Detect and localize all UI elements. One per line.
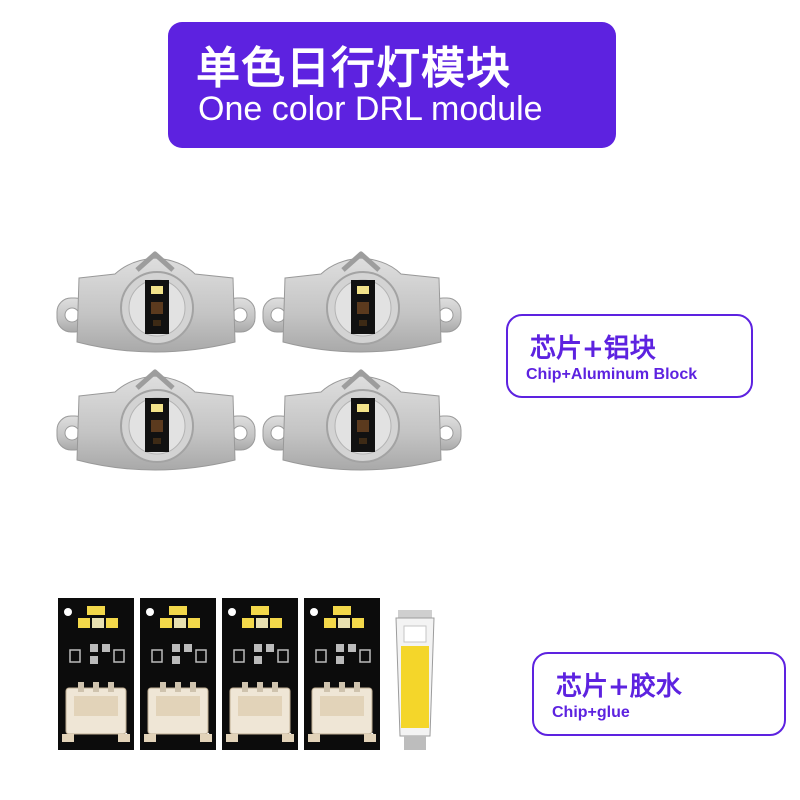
aluminum-modules-photo	[55, 250, 475, 475]
option-chip-glue: 芯片+胶水 Chip+glue	[532, 652, 786, 736]
option-chip-aluminum: 芯片+铝块 Chip+Aluminum Block	[506, 314, 753, 398]
option-chip-aluminum-en: Chip+Aluminum Block	[526, 366, 698, 383]
title-chinese: 单色日行灯模块	[196, 43, 511, 94]
option-chip-glue-cn: 芯片+胶水	[556, 672, 682, 702]
led-boards-photo	[58, 597, 435, 751]
option-chip-aluminum-cn: 芯片+铝块	[530, 334, 656, 364]
title-english: One color DRL module	[198, 90, 543, 128]
glue-tube	[395, 610, 435, 750]
title-banner: 单色日行灯模块 One color DRL module	[168, 22, 616, 148]
option-chip-glue-en: Chip+glue	[552, 704, 630, 721]
